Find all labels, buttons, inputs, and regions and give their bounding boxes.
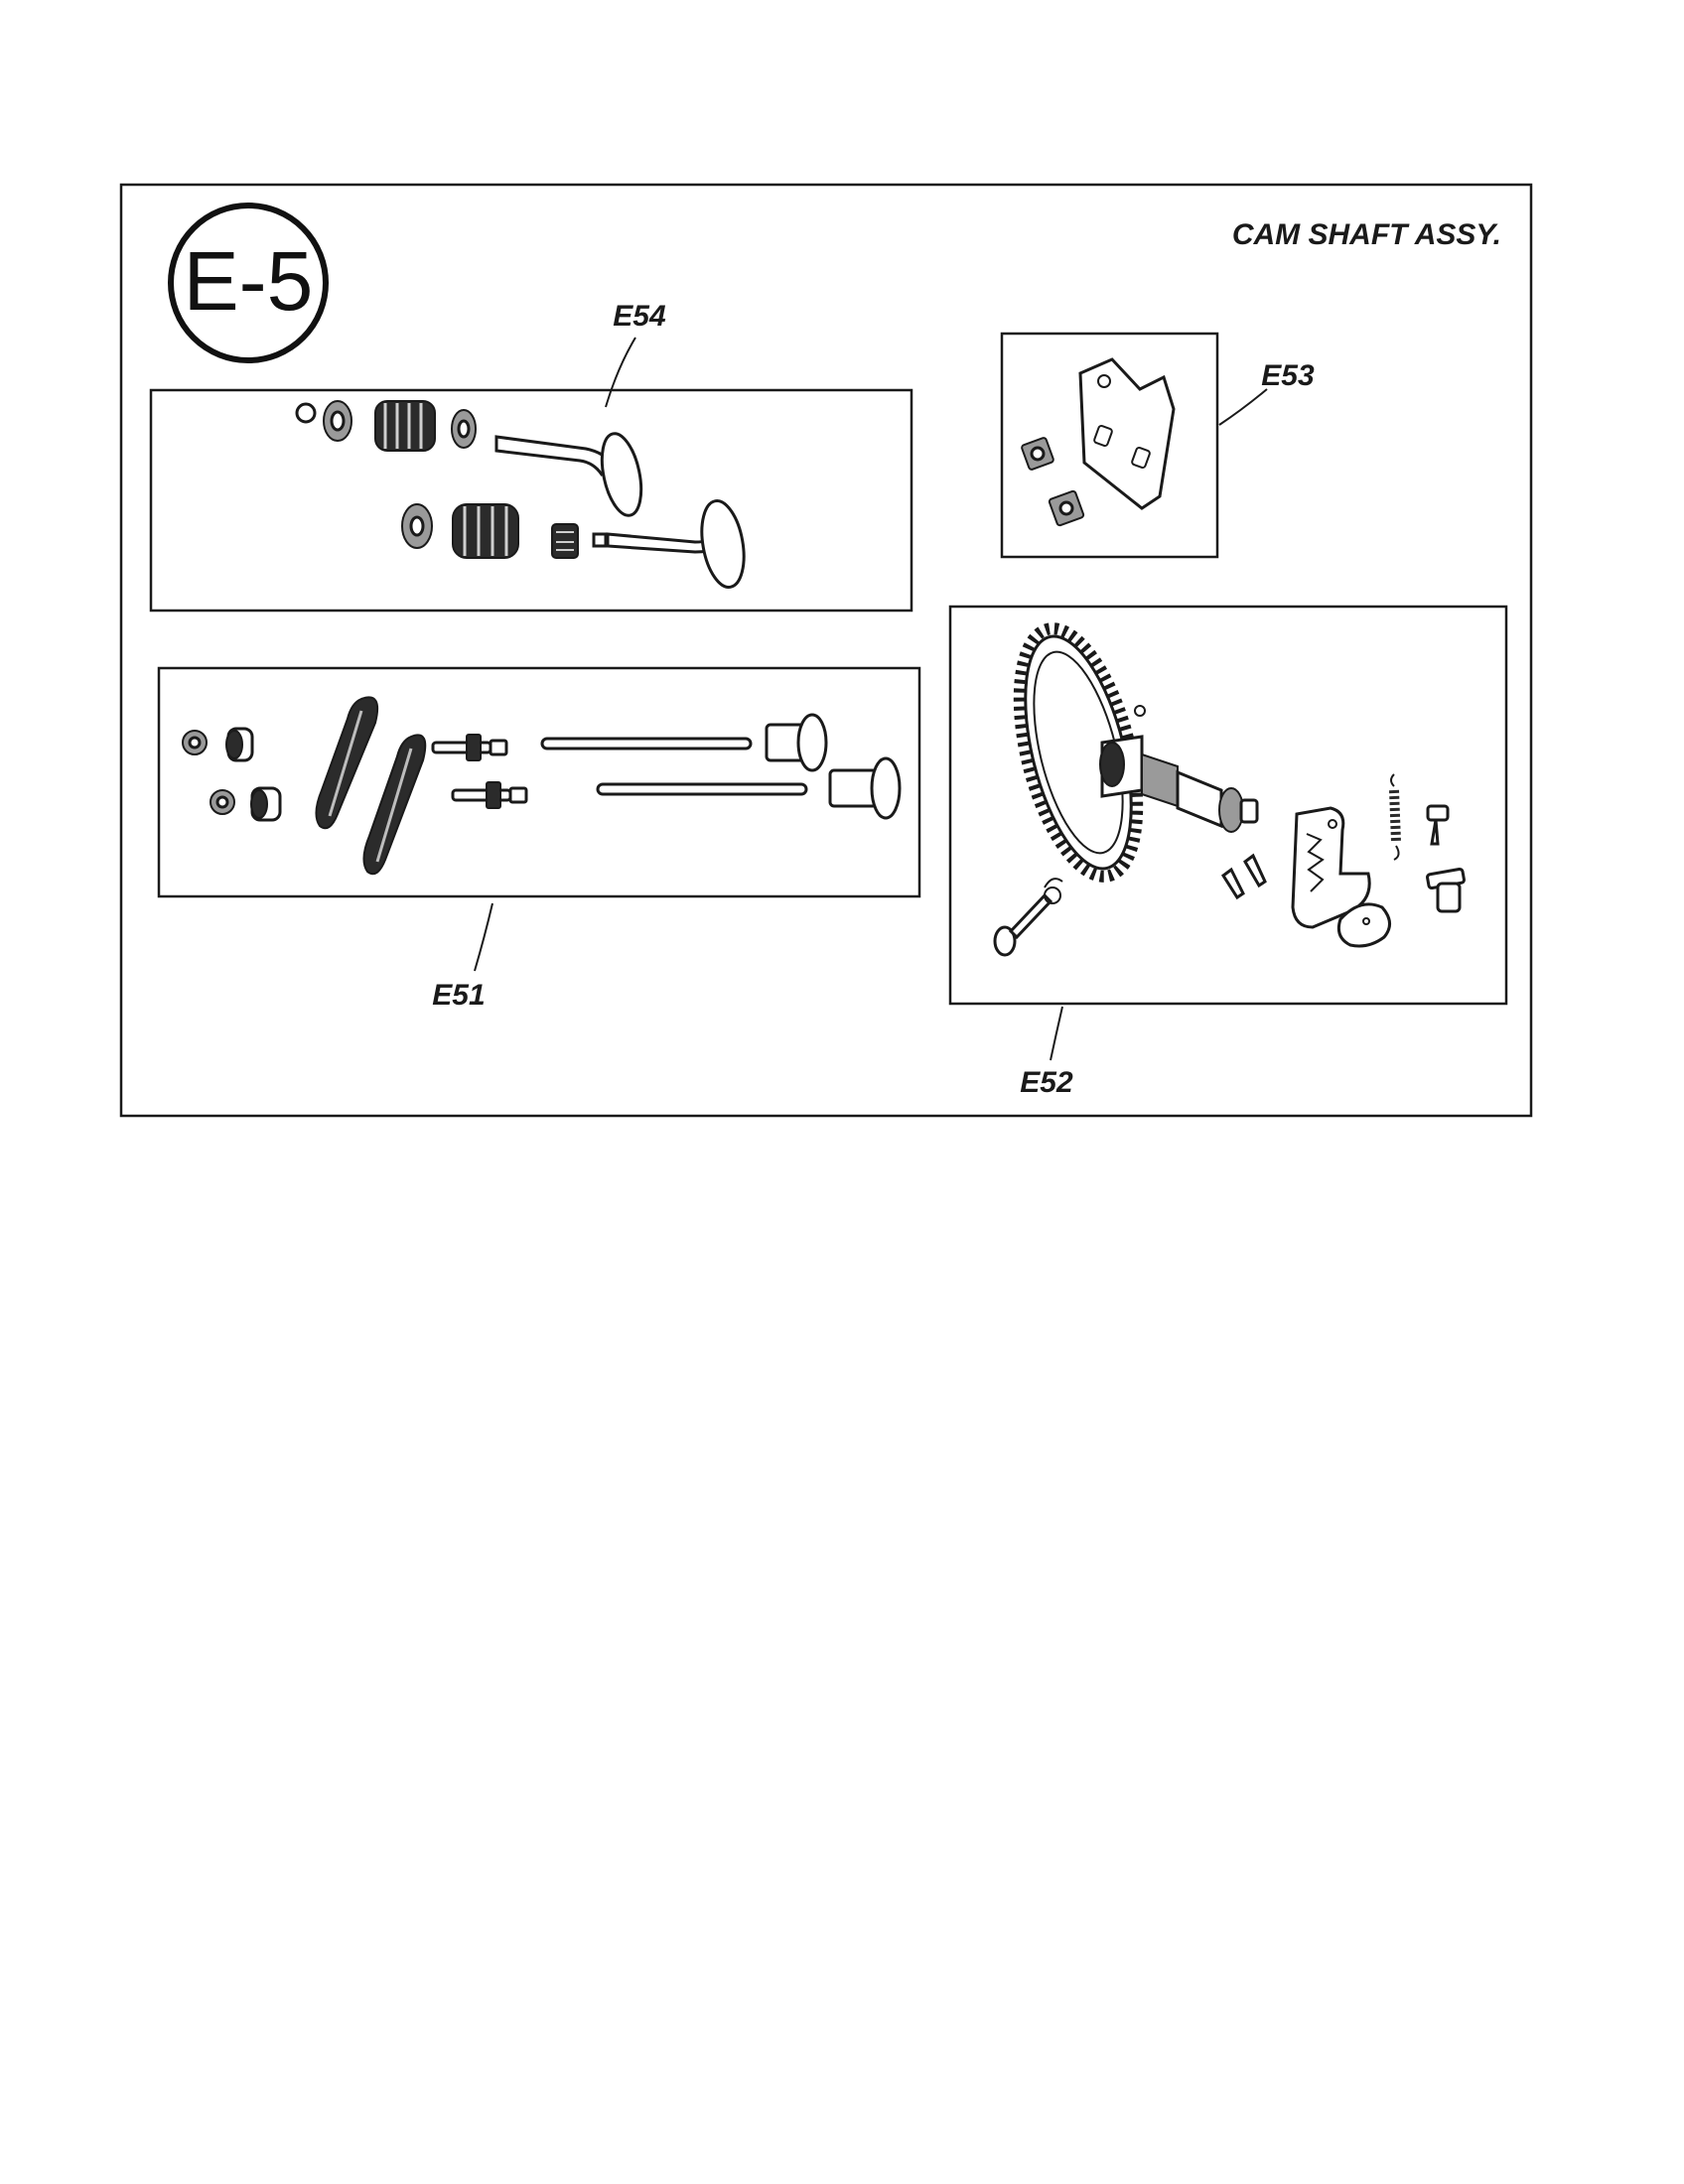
guide-plate xyxy=(1078,357,1176,510)
rocker-nut xyxy=(210,789,235,815)
rocker-stud xyxy=(451,781,528,809)
valve-spring xyxy=(374,400,436,452)
part-group-e51: E51 xyxy=(157,666,921,1012)
part-label-e54: E54 xyxy=(613,300,666,333)
bolt xyxy=(1426,804,1450,846)
push-rod xyxy=(596,782,808,796)
section-badge-circle xyxy=(168,203,329,363)
rocker-nut xyxy=(182,730,208,755)
section-title: CAM SHAFT ASSY. xyxy=(1232,218,1501,251)
leader-line-e54 xyxy=(605,337,636,408)
rocker-arm xyxy=(315,696,379,830)
small-screw xyxy=(1243,853,1267,888)
governor-spring xyxy=(1389,773,1401,861)
camshaft xyxy=(1099,735,1259,833)
valve-tappet xyxy=(828,756,902,820)
valve-cotter xyxy=(295,402,317,424)
part-group-e52: E52 xyxy=(948,605,1508,1099)
governor-pin xyxy=(993,878,1063,957)
leader-line-e53 xyxy=(1218,388,1268,426)
leader-line-e52 xyxy=(1050,1006,1063,1061)
rocker-stud xyxy=(431,734,508,761)
section-badge: E-5 xyxy=(168,203,329,363)
part-group-e54: E54 xyxy=(149,300,913,613)
section-number: E-5 xyxy=(184,234,314,328)
governor-plate xyxy=(1291,806,1371,929)
part-label-e53: E53 xyxy=(1261,359,1315,392)
adjusting-nut xyxy=(1021,437,1054,471)
exhaust-valve xyxy=(592,499,746,589)
valve-tappet xyxy=(765,713,828,772)
intake-valve xyxy=(494,432,643,517)
valve-stem-seal xyxy=(551,523,579,559)
rocker-arm xyxy=(362,734,427,876)
part-box-e54 xyxy=(149,388,913,613)
small-screw xyxy=(1220,867,1245,900)
rocker-pivot xyxy=(225,727,254,762)
flange-bolt xyxy=(1426,867,1466,913)
leader-line-e51 xyxy=(474,902,493,972)
part-label-e52: E52 xyxy=(1020,1066,1073,1099)
governor-weight xyxy=(1336,902,1391,948)
valve-assembly-lower xyxy=(401,499,746,589)
rocker-pivot xyxy=(250,786,282,822)
part-box-e51 xyxy=(157,666,921,898)
adjusting-nut xyxy=(1048,489,1085,527)
push-rod xyxy=(540,737,753,751)
valve-spring xyxy=(452,503,519,559)
part-label-e51: E51 xyxy=(432,979,485,1012)
valve-assembly-upper xyxy=(295,400,643,517)
part-group-e53: E53 xyxy=(1000,332,1315,559)
